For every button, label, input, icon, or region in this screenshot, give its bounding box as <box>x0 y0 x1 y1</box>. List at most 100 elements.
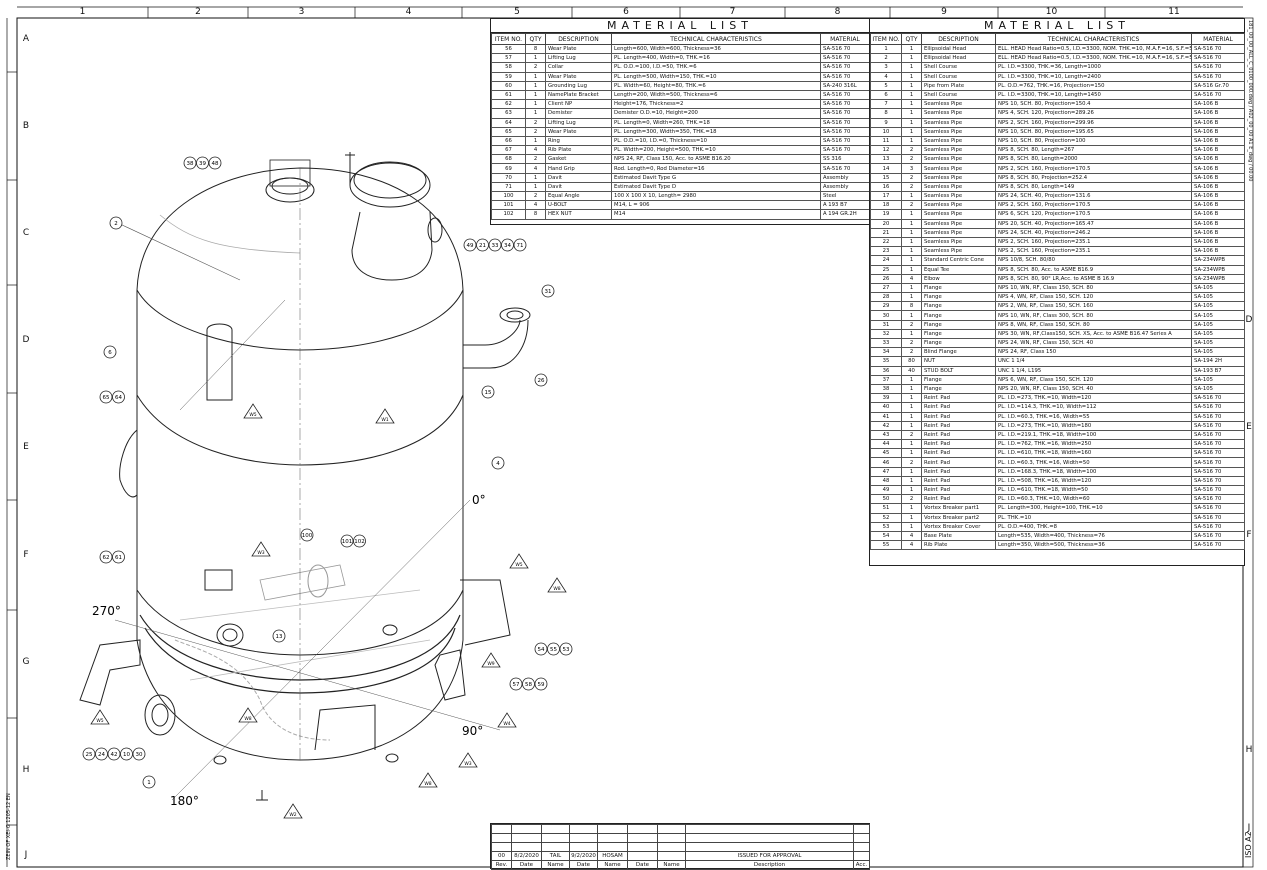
table-cell: Assembly <box>820 181 870 193</box>
revision-cell <box>853 851 870 861</box>
table-cell: PL. I.D.=114.3, THK.=10, Width=112 <box>995 402 1192 413</box>
table-cell: NPS 30, WN, RF,Class150, SCH. XS, Acc. t… <box>995 328 1192 340</box>
item-balloon-label: 10 <box>123 752 130 758</box>
weld-symbol <box>547 577 567 593</box>
table-cell: PL. THK.=10 <box>995 512 1192 523</box>
item-balloon <box>142 775 156 789</box>
table-cell: Reinf. Pad <box>921 457 996 468</box>
item-balloon-label: 58 <box>525 682 532 688</box>
column-header: TECHNICAL CHARACTERISTICS <box>995 33 1192 45</box>
revision-cell: 00 <box>491 851 512 861</box>
table-cell: SA-516 70 <box>820 43 870 55</box>
table-cell: Demister <box>545 108 612 119</box>
column-header: QTY <box>525 33 546 45</box>
table-cell: SA-106 B <box>1191 135 1245 147</box>
item-balloon-label: 55 <box>550 647 557 653</box>
table-cell: NPS 6, WN, RF, Class 150, SCH. 120 <box>995 374 1192 385</box>
zone-column-8: 8 <box>834 7 841 17</box>
table-cell: Reinf. Pad <box>921 429 996 441</box>
table-cell: 16 <box>870 181 902 193</box>
table-cell: 2 <box>901 337 922 349</box>
weld-symbol-label: W8 <box>553 586 560 592</box>
weld-symbol-label: W1 <box>381 417 388 423</box>
table-cell: Seamless Pipe <box>921 209 996 220</box>
zone-column-6: 6 <box>623 7 629 17</box>
table-cell: NPS 2, SCH. 160, Projection=170.5 <box>995 163 1192 174</box>
material-list-right-title: MATERIAL LIST <box>870 19 1244 33</box>
table-cell: 6 <box>870 89 902 101</box>
table-cell: PL. I.D.=168.3, THK.=18, Width=100 <box>995 466 1192 477</box>
item-balloon-group: 6 <box>103 345 117 359</box>
table-cell: SA-516 70 <box>1191 393 1245 404</box>
table-cell: 2 <box>870 53 902 64</box>
table-cell: 2 <box>901 347 922 358</box>
table-cell: SA-516 70 <box>1191 457 1245 468</box>
table-cell: PL. I.D.=60.3, THK.=16, Width=50 <box>995 457 1192 468</box>
table-cell: Wear Plate <box>545 43 612 55</box>
table-cell: 33 <box>870 337 902 349</box>
table-cell: Reinf. Pad <box>921 402 996 413</box>
weld-symbol <box>238 707 258 723</box>
table-cell: 63 <box>491 108 526 119</box>
table-cell: Flange <box>921 328 996 340</box>
table-cell: 60 <box>491 80 526 91</box>
revision-cell <box>627 851 658 861</box>
table-cell: Seamless Pipe <box>921 236 996 248</box>
table-cell: 2 <box>525 154 546 165</box>
table-cell: SA-106 B <box>1191 163 1245 174</box>
weld-symbol-label: W8 <box>424 781 431 787</box>
table-cell: Seamless Pipe <box>921 99 996 110</box>
revision-header-cell: Date <box>627 860 658 870</box>
table-cell: 1 <box>901 292 922 303</box>
item-balloon-label: 54 <box>538 647 545 653</box>
table-cell: Reinf. Pad <box>921 448 996 459</box>
table-cell: 67 <box>491 145 526 156</box>
item-balloon <box>491 456 505 470</box>
table-cell: SA-516 70 <box>1191 512 1245 523</box>
revision-header-cell: Rev. <box>491 860 512 870</box>
table-cell: SA-106 B <box>1191 218 1245 229</box>
table-cell: Height=176, Thickness=2 <box>611 99 821 110</box>
table-cell: 1 <box>901 310 922 321</box>
table-cell: 23 <box>870 246 902 257</box>
weld-symbol <box>418 772 438 788</box>
table-cell: NPS 10, WN, RF, Class 150, SCH. 80 <box>995 282 1192 294</box>
table-cell: 1 <box>901 246 922 257</box>
table-cell: Wear Plate <box>545 126 612 137</box>
zone-row-right-H: H <box>1245 745 1253 755</box>
item-balloon <box>107 747 121 761</box>
table-cell: NPS 2, SCH. 160, Projection=170.5 <box>995 200 1192 211</box>
table-cell: SA-516 70 <box>820 108 870 119</box>
table-cell: Base Plate <box>921 530 996 542</box>
table-cell: 7 <box>870 99 902 110</box>
table-cell: Ring <box>545 135 612 147</box>
item-balloon-label: 62 <box>103 555 110 561</box>
table-cell: Estimated Davit Type G <box>611 172 821 183</box>
table-cell: 1 <box>901 43 922 55</box>
angle-label-180: 180° <box>170 794 199 808</box>
table-cell: Shell Course <box>921 71 996 82</box>
table-cell: SA-516 70 <box>1191 43 1245 55</box>
zone-column-5: 5 <box>514 7 520 17</box>
table-cell: SA-234WPB <box>1191 264 1245 275</box>
table-cell: Length=350, Width=500, Thickness=36 <box>995 540 1192 551</box>
table-cell: 100 X 100 X 10, Length= 2980 <box>611 190 821 202</box>
table-cell: 1 <box>525 89 546 101</box>
item-balloon <box>82 747 96 761</box>
table-cell: ELL. HEAD Head Ratio=0.5, I.D.=3300, NOM… <box>995 53 1192 64</box>
table-cell: 36 <box>870 365 902 376</box>
table-cell: 4 <box>901 273 922 284</box>
